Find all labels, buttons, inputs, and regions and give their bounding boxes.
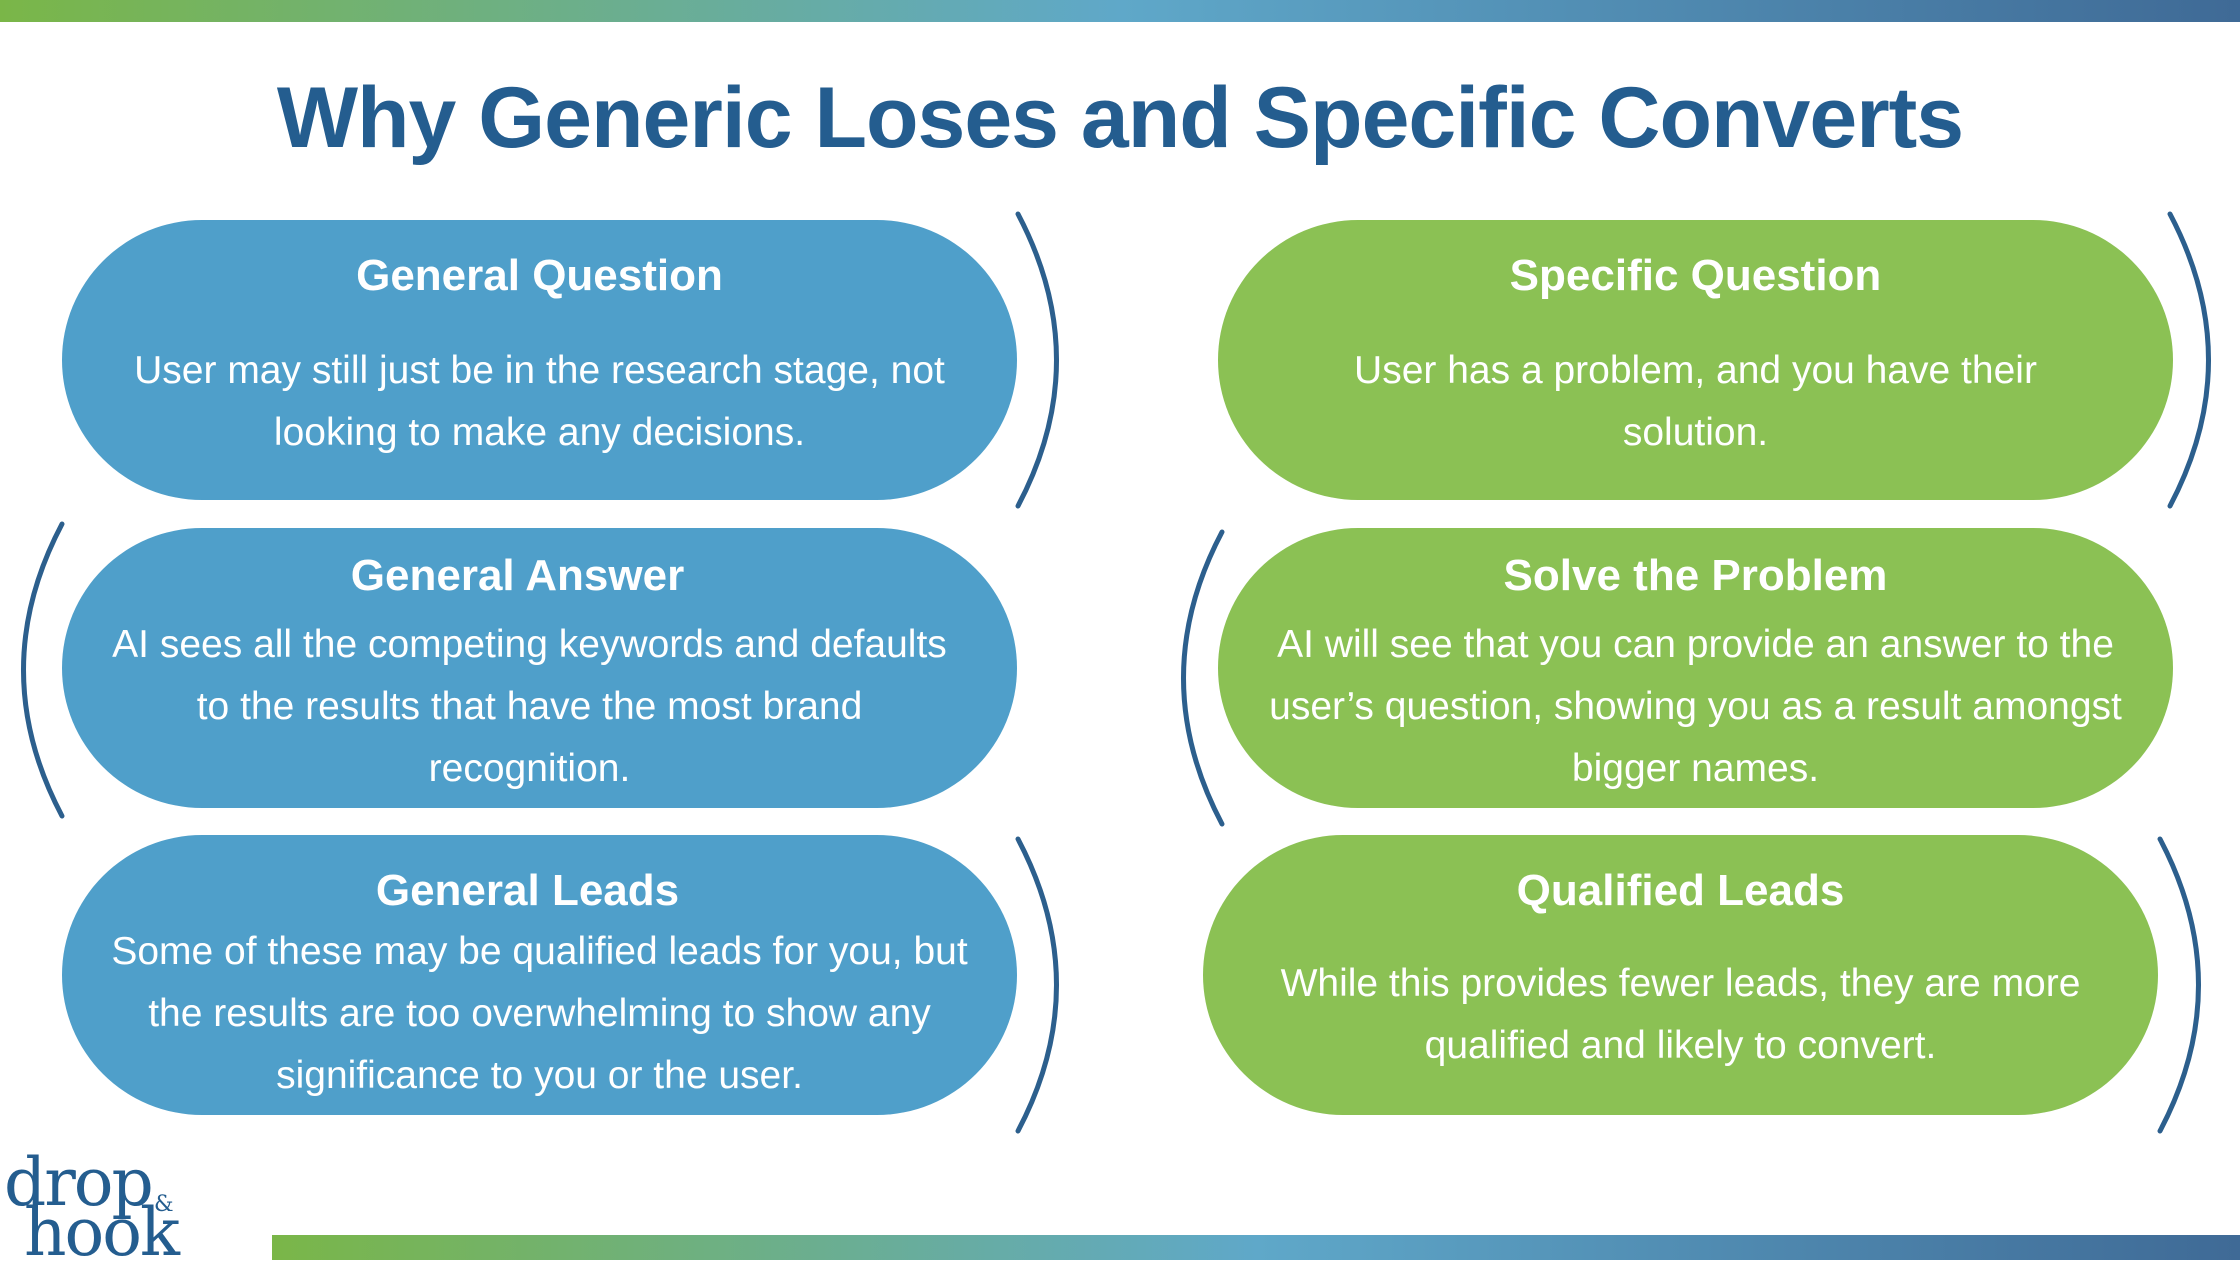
left-bracket-left-middle — [21, 521, 65, 819]
specific-question-card: Specific Question User has a problem, an… — [1218, 220, 2173, 500]
general-answer-card: General Answer AI sees all the competing… — [62, 528, 1017, 808]
right-bracket-left-bottom — [1015, 836, 1059, 1134]
card-body: AI sees all the competing keywords and d… — [112, 623, 947, 790]
general-question-card: General Question User may still just be … — [62, 220, 1017, 500]
card-heading: General Question — [356, 251, 723, 300]
logo-ampersand: & — [154, 1192, 174, 1217]
card-heading: Solve the Problem — [1503, 551, 1888, 600]
card-heading: Specific Question — [1509, 251, 1882, 300]
top-gradient-bar — [0, 0, 2240, 22]
left-bracket-right-middle — [1181, 529, 1225, 827]
solve-problem-card: Solve the Problem AI will see that you c… — [1218, 528, 2173, 808]
card-body: While this provides fewer leads, they ar… — [1280, 962, 2081, 1067]
qualified-leads-card: Qualified Leads While this provides fewe… — [1203, 835, 2158, 1115]
card-heading: General Answer — [350, 551, 685, 600]
card-body: User may still just be in the research s… — [134, 349, 945, 454]
right-bracket-right-top — [2167, 211, 2211, 509]
general-leads-card: General Leads Some of these may be quali… — [62, 835, 1017, 1115]
right-bracket-right-bottom — [2157, 836, 2201, 1134]
card-body: User has a problem, and you have their s… — [1354, 349, 2037, 454]
right-bracket-left-top — [1015, 211, 1059, 509]
card-body: Some of these may be qualified leads for… — [111, 930, 968, 1097]
bottom-gradient-bar — [272, 1235, 2240, 1260]
logo-word-hook: hook — [24, 1194, 180, 1271]
card-heading: Qualified Leads — [1516, 866, 1845, 915]
logo-word-drop: drop — [4, 1144, 154, 1221]
drop-and-hook-logo: drop & hook — [4, 1144, 234, 1266]
card-body: AI will see that you can provide an answ… — [1269, 623, 2122, 790]
page-title: Why Generic Loses and Specific Converts — [276, 70, 1964, 166]
card-heading: General Leads — [375, 866, 680, 915]
